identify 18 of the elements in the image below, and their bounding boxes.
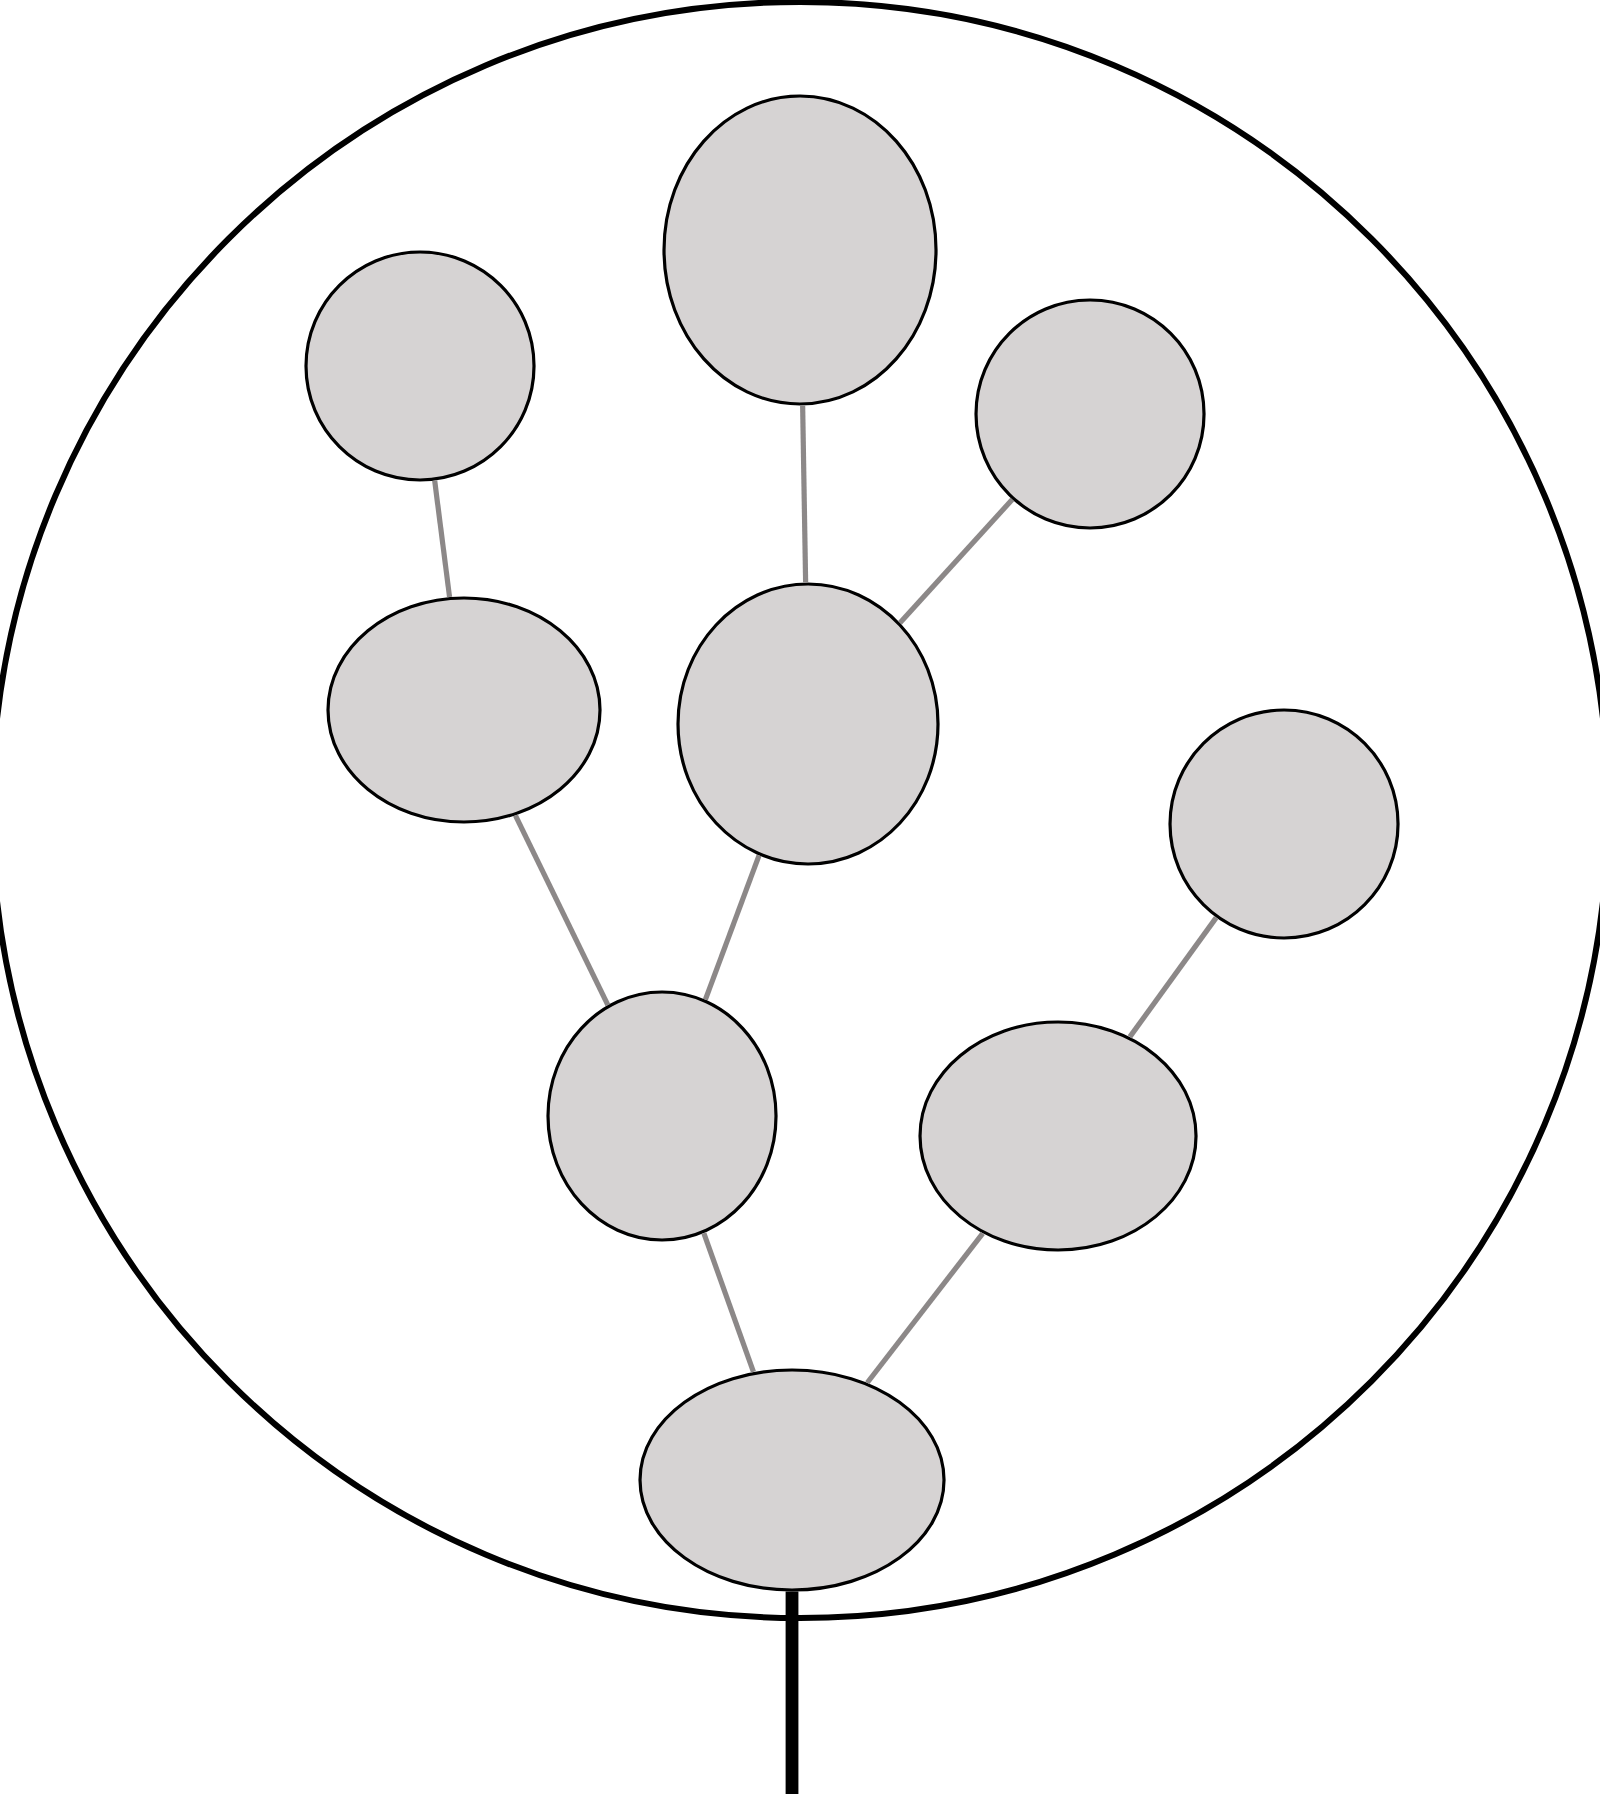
circle-shape — [304, 250, 536, 482]
ellipse-shape — [662, 94, 938, 406]
branch-line — [701, 1232, 756, 1373]
branch-line — [865, 1231, 985, 1385]
branch-line — [702, 854, 762, 1001]
ellipse-shape — [918, 1020, 1198, 1252]
ellipse-shape — [546, 990, 778, 1242]
branch-line — [432, 480, 453, 598]
branch-line — [800, 405, 809, 583]
ellipse-shape — [326, 596, 602, 824]
ellipse-shape — [638, 1368, 946, 1592]
branch-line — [898, 497, 1015, 625]
circle-shape — [974, 298, 1206, 530]
branch-line — [513, 814, 611, 1007]
stem-line — [785, 1591, 799, 1794]
branch-line — [1127, 916, 1219, 1039]
ellipse-shape — [676, 582, 940, 866]
circle-shape — [1168, 708, 1400, 940]
